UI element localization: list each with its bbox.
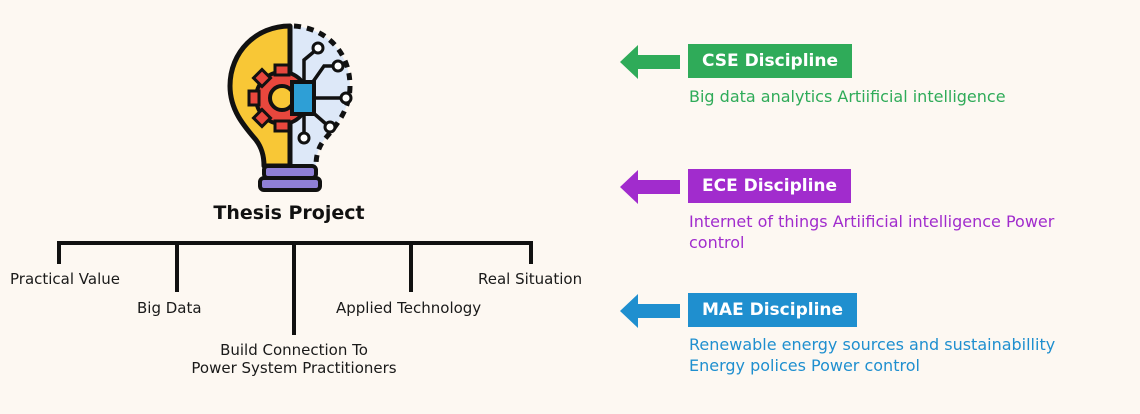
cse-desc-line1: Big data analytics Artiificial intellige… [689,87,1006,106]
ece-desc-line1: Internet of things Artiificial intellige… [689,212,1055,231]
branch-label-applied-technology: Applied Technology [336,299,482,317]
arrow-left-icon-cse [620,45,680,79]
branch-label-build-connection: Build Connection To Power System Practit… [174,341,414,377]
bulb-base [258,164,322,192]
mae-desc-line1: Renewable energy sources and sustainabil… [689,335,1056,354]
ece-desc-line2: control [689,233,745,252]
mae-discipline-badge: MAE Discipline [688,293,858,327]
mae-desc-line2: Energy polices Power control [689,356,920,375]
cse-discipline-badge: CSE Discipline [688,44,852,78]
branch-label-practical-value: Practical Value [10,270,121,288]
branch-bracket [57,241,533,335]
lightbulb-icon [227,23,353,192]
cse-discipline-description: Big data analytics Artiificial intellige… [689,86,1006,107]
ece-discipline-description: Internet of things Artiificial intellige… [689,211,1054,253]
arrow-left-icon-mae [620,294,680,328]
build-connection-line1: Build Connection To [220,341,368,359]
branch-label-big-data: Big Data [137,299,202,317]
mae-discipline-description: Renewable energy sources and sustainabil… [689,334,1055,376]
build-connection-line2: Power System Practitioners [191,359,397,377]
chip-icon [290,80,316,116]
ece-discipline-badge: ECE Discipline [688,169,852,203]
branch-label-real-situation: Real Situation [478,270,583,288]
arrow-left-icon-ece [620,170,680,204]
thesis-project-title: Thesis Project [213,202,365,224]
circuit-nodes [297,41,353,145]
